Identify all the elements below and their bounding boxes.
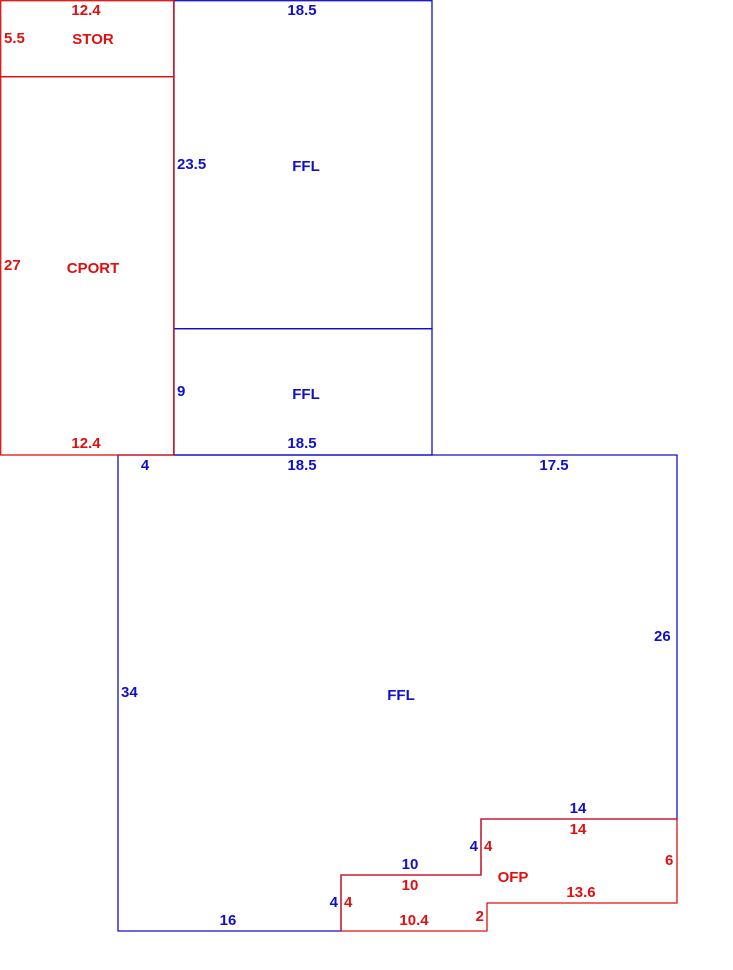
ofp-mid-vertical-dimension: 4 (484, 838, 493, 855)
ofp-bottom-dimension: 10.4 (399, 912, 429, 929)
ofp-left-dimension: 4 (344, 894, 353, 911)
ofp-mid-top-dimension: 10 (402, 877, 419, 894)
ffl-main-top-mid-dimension: 18.5 (287, 457, 316, 474)
stor-labels: 12.4 5.5 STOR (4, 2, 114, 48)
ofp-outline (340, 818, 678, 932)
ofp-right-dimension: 6 (665, 852, 673, 869)
ffl-middle-left-dimension: 9 (177, 383, 185, 400)
ffl-upper-left-dimension: 23.5 (177, 156, 206, 173)
ffl-main-labels: 4 18.5 17.5 26 34 FFL 14 4 10 4 16 (121, 457, 671, 929)
ffl-middle-labels: 9 FFL 18.5 (177, 383, 320, 452)
cport-left-dimension: 27 (4, 257, 21, 274)
ffl-main-top-right-dimension: 17.5 (539, 457, 568, 474)
ffl-upper-labels: 18.5 23.5 FFL (177, 2, 320, 175)
stor-top-dimension: 12.4 (71, 2, 101, 19)
ffl-outlines (117, 0, 678, 932)
ffl-upper-area-label: FFL (292, 158, 320, 175)
ffl-upper-top-dimension: 18.5 (287, 2, 316, 19)
ffl-main-bottom-left-dimension: 16 (220, 912, 237, 929)
ofp-step-vertical-dimension: 2 (476, 908, 484, 925)
ffl-main-left-dimension: 34 (121, 684, 138, 701)
ofp-labels: 14 4 6 OFP 10 13.6 4 2 10.4 (344, 821, 673, 929)
cport-outline (0, 76, 175, 456)
cport-bottom-dimension: 12.4 (71, 435, 101, 452)
stor-area-label: STOR (72, 31, 114, 48)
ffl-main-step-high-vertical-dimension: 4 (470, 838, 479, 855)
ffl-main-top-left-dimension: 4 (141, 457, 150, 474)
accessory-outlines (0, 0, 678, 932)
ffl-main-area-label: FFL (387, 687, 415, 704)
stor-left-dimension: 5.5 (4, 30, 25, 47)
ffl-main-step-low-horizontal-dimension: 10 (402, 856, 419, 873)
ffl-middle-bottom-dimension: 18.5 (287, 435, 316, 452)
ffl-main-step-high-horizontal-dimension: 14 (570, 800, 587, 817)
ofp-area-label: OFP (498, 869, 529, 886)
ffl-main-step-low-vertical-dimension: 4 (330, 894, 339, 911)
ffl-middle-area-label: FFL (292, 386, 320, 403)
ofp-bottom-right-dimension: 13.6 (566, 884, 595, 901)
cport-labels: 27 CPORT 12.4 (4, 257, 119, 452)
ofp-top-dimension: 14 (570, 821, 587, 838)
ffl-main-right-dimension: 26 (654, 628, 671, 645)
cport-area-label: CPORT (67, 260, 120, 277)
